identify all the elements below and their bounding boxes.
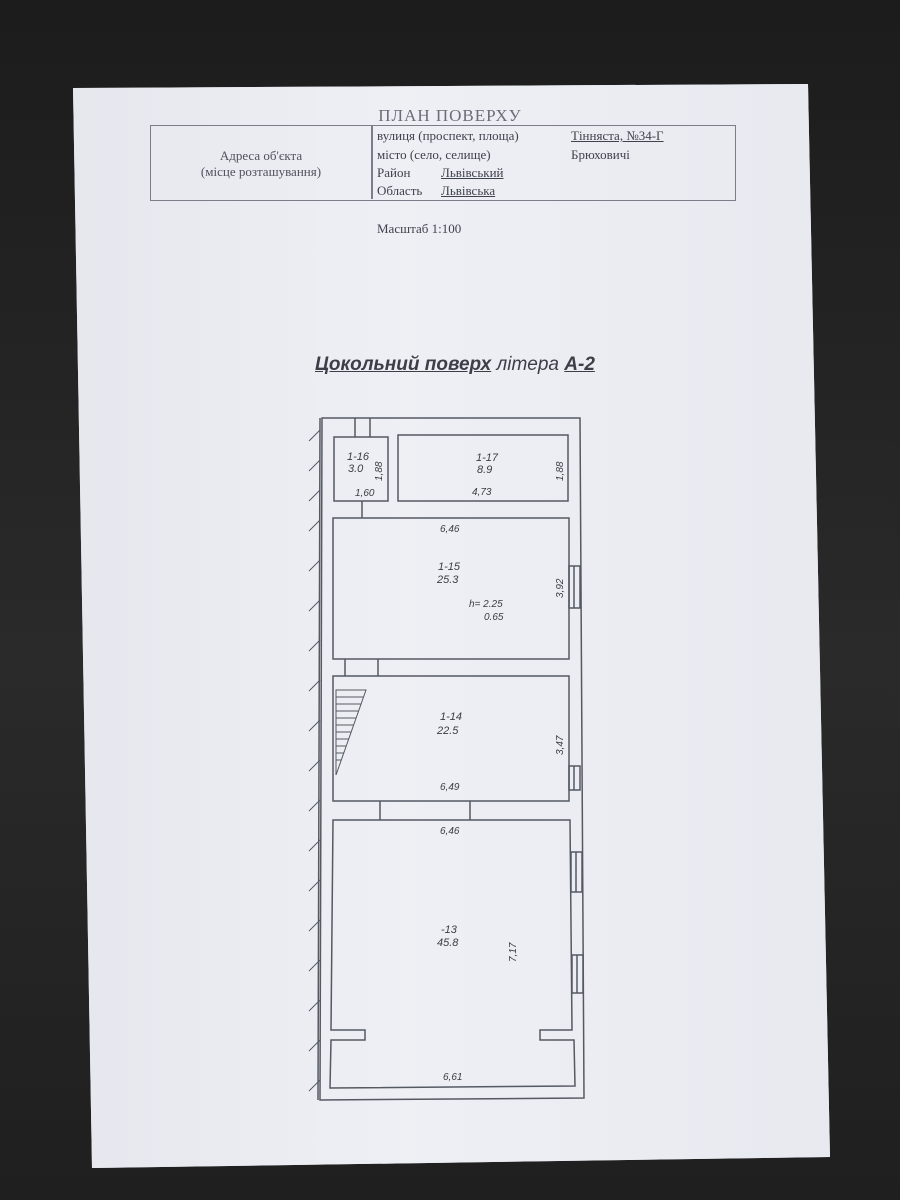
room-1-17-id: 1-17: [476, 452, 499, 464]
floor-title: Цокольний поверх літера А-2: [315, 354, 595, 376]
street-label: вулиця (проспект, площа): [377, 128, 519, 143]
floor-title-code: А-2: [564, 354, 595, 375]
dim-1-15-height: 3,92: [555, 578, 566, 598]
city-label: місто (село, селище): [377, 147, 491, 162]
dim-1-14-height: 3,47: [555, 735, 566, 755]
dim-1-15-ceiling2: 0.65: [484, 612, 504, 623]
room-1-17-outline: [397, 434, 569, 502]
dim-13-height: 7,17: [508, 942, 519, 962]
district-value: Львівський: [441, 165, 504, 180]
address-label: Адреса об'єкта (місце розташування): [151, 148, 371, 180]
scale-label: Масштаб 1:100: [377, 221, 462, 236]
room-1-16-outline: [333, 436, 389, 502]
address-label-line1: Адреса об'єкта: [219, 148, 303, 163]
address-table: Адреса об'єкта (місце розташування) вули…: [150, 125, 736, 201]
dim-1-15-width: 6,46: [440, 524, 460, 535]
region-value: Львівська: [441, 183, 496, 198]
document-title: ПЛАН ПОВЕРХУ: [378, 106, 522, 125]
street-value: Тінняста, №34-Г: [571, 128, 664, 143]
room-1-17-area: 8.9: [477, 464, 492, 476]
room-1-14-outline: [332, 675, 570, 802]
address-table-divider: [371, 126, 373, 199]
dim-1-17-height: 1,88: [555, 461, 566, 481]
floor-title-letter: літера: [496, 354, 559, 375]
room-1-15-id: 1-15: [438, 561, 461, 573]
room-1-15-area: 25.3: [436, 574, 459, 586]
city-value: Брюховичі: [571, 147, 630, 162]
dim-13-width: 6,46: [440, 826, 460, 837]
outer-wall: [319, 417, 585, 1101]
region-label: Область: [377, 183, 423, 198]
room-1-14-id: 1-14: [440, 711, 462, 723]
room-1-14-area: 22.5: [436, 725, 459, 737]
dim-total-width: 6,61: [443, 1072, 462, 1083]
room-13-id: -13: [441, 924, 458, 936]
floor-title-name: Цокольний поверх: [315, 354, 492, 375]
room-1-16-id: 1-16: [347, 451, 370, 463]
room-13-outline: [329, 819, 576, 1089]
address-label-line2: (місце розташування): [200, 164, 322, 179]
wall-hatching: [308, 429, 321, 1092]
earth-line: [317, 417, 321, 1101]
room-13-area: 45.8: [437, 937, 459, 949]
dim-1-17-width: 4,73: [472, 487, 492, 498]
dim-1-14-width: 6,49: [440, 782, 460, 793]
dim-1-16-height: 1,88: [374, 461, 385, 481]
room-1-16-area: 3.0: [348, 463, 364, 475]
dim-1-16-width: 1,60: [355, 488, 375, 499]
room-1-15-outline: [332, 517, 570, 660]
staircase: [335, 689, 367, 776]
dim-1-15-ceiling: h= 2.25: [469, 599, 503, 610]
district-label: Район: [377, 165, 411, 180]
